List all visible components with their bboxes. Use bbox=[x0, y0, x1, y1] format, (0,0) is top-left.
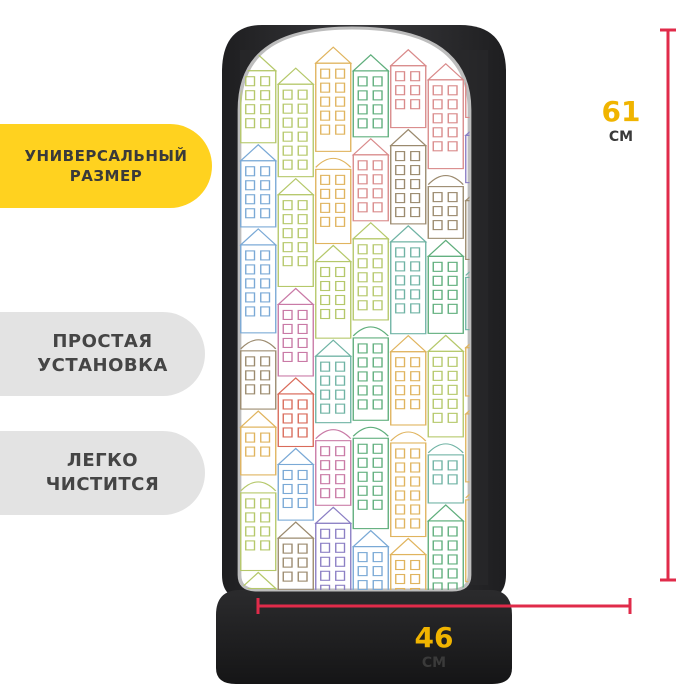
height-label: 61 СМ bbox=[598, 95, 644, 145]
width-label: 46 СМ bbox=[402, 621, 466, 671]
house bbox=[239, 571, 278, 590]
house bbox=[389, 334, 428, 426]
badge-line: УСТАНОВКА bbox=[37, 355, 168, 376]
houses-pattern bbox=[239, 46, 470, 590]
house bbox=[240, 481, 277, 572]
seat-base bbox=[216, 590, 512, 684]
house bbox=[240, 339, 277, 410]
width-unit: СМ bbox=[421, 655, 447, 671]
house bbox=[276, 377, 315, 448]
badge-line: РАЗМЕР bbox=[69, 167, 143, 185]
house bbox=[465, 488, 470, 583]
house bbox=[352, 326, 389, 421]
house bbox=[276, 177, 315, 288]
house bbox=[315, 157, 352, 245]
house bbox=[389, 225, 428, 335]
house bbox=[464, 183, 470, 260]
width-value: 46 bbox=[414, 621, 454, 654]
protector-panel bbox=[237, 26, 472, 592]
house bbox=[351, 54, 390, 138]
house bbox=[314, 506, 353, 590]
house bbox=[314, 46, 353, 152]
house bbox=[426, 334, 465, 438]
house bbox=[351, 137, 390, 222]
house bbox=[315, 429, 352, 506]
house bbox=[314, 244, 353, 339]
house bbox=[426, 504, 465, 590]
house bbox=[352, 426, 389, 530]
house bbox=[276, 521, 315, 590]
house bbox=[427, 443, 464, 504]
house bbox=[464, 53, 470, 118]
house bbox=[276, 287, 315, 377]
height-unit: СМ bbox=[608, 129, 634, 145]
house bbox=[276, 447, 315, 521]
badge-line: ЧИСТИТСЯ bbox=[45, 474, 160, 495]
house bbox=[389, 537, 428, 590]
house bbox=[389, 128, 428, 225]
house bbox=[464, 330, 470, 397]
house bbox=[426, 62, 465, 170]
house bbox=[239, 228, 278, 334]
house bbox=[314, 339, 353, 424]
height-value: 61 bbox=[601, 95, 641, 128]
badge-universal-size: УНИВЕРСАЛЬНЫЙ РАЗМЕР bbox=[0, 124, 212, 208]
house bbox=[427, 175, 464, 239]
badge-line: УНИВЕРСАЛЬНЫЙ bbox=[24, 146, 188, 165]
badge-easy-install: ПРОСТАЯ УСТАНОВКА bbox=[0, 312, 205, 396]
house bbox=[464, 118, 470, 184]
house bbox=[239, 143, 278, 228]
badge-line: ПРОСТАЯ bbox=[52, 330, 153, 352]
badge-easy-clean: ЛЕГКО ЧИСТИТСЯ bbox=[0, 431, 205, 515]
badge-line: ЛЕГКО bbox=[66, 449, 139, 471]
house bbox=[390, 431, 427, 538]
house bbox=[464, 397, 470, 483]
height-dimension-line bbox=[660, 28, 676, 582]
house bbox=[351, 529, 390, 590]
house bbox=[351, 221, 390, 321]
house bbox=[465, 265, 470, 331]
house bbox=[389, 48, 428, 129]
width-dimension-line bbox=[256, 598, 632, 614]
house bbox=[239, 53, 278, 144]
house bbox=[239, 410, 278, 476]
house bbox=[276, 67, 315, 178]
house bbox=[426, 239, 465, 334]
